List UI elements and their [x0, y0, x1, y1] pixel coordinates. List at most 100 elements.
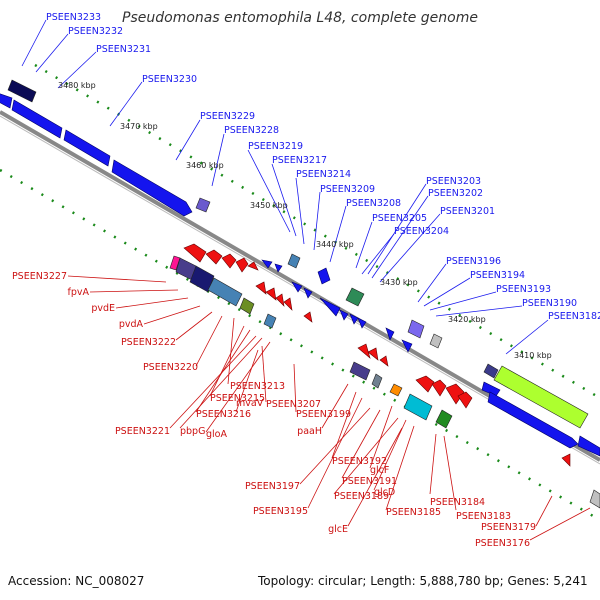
gene-reverse[interactable]	[183, 243, 207, 263]
feature-block[interactable]	[287, 253, 301, 269]
forward-gene-label[interactable]: PSEEN3214	[296, 169, 351, 180]
reverse-gene-label[interactable]: PSEEN3189	[334, 491, 389, 502]
gene-forward[interactable]	[401, 339, 413, 353]
gene-forward[interactable]	[487, 391, 579, 449]
feature-block[interactable]	[7, 79, 37, 103]
reverse-gene-label[interactable]: glcE	[328, 524, 348, 535]
reverse-gene-label[interactable]: PSEEN3195	[253, 506, 308, 517]
feature-block[interactable]	[345, 287, 365, 307]
gene-reverse[interactable]	[561, 453, 571, 467]
gene-forward[interactable]	[261, 259, 273, 269]
tick-label[interactable]: 3460 kbp	[186, 161, 224, 170]
reverse-gene-label[interactable]: fpvA	[68, 287, 90, 298]
reverse-gene-label[interactable]: PSEEN3184	[430, 497, 485, 508]
gene-reverse[interactable]	[445, 383, 465, 405]
forward-gene-label[interactable]: PSEEN3219	[248, 141, 303, 152]
tick-label[interactable]: 3410 kbp	[514, 351, 552, 360]
gene-reverse[interactable]	[379, 355, 389, 367]
reverse-gene-label[interactable]: PSEEN3227	[12, 271, 67, 282]
reverse-gene-label[interactable]: PSEEN3216	[196, 409, 251, 420]
feature-block[interactable]	[589, 489, 600, 509]
feature-block[interactable]	[207, 277, 243, 307]
feature-block[interactable]	[239, 297, 255, 315]
reverse-gene-label[interactable]: PSEEN3185	[386, 507, 441, 518]
tick-label[interactable]: 3430 kbp	[380, 278, 418, 287]
gene-forward[interactable]	[339, 309, 349, 321]
forward-gene-label[interactable]: PSEEN3190	[522, 298, 577, 309]
gene-reverse[interactable]	[205, 249, 223, 265]
gene-forward[interactable]	[303, 287, 313, 299]
gene-forward[interactable]	[11, 99, 63, 139]
forward-gene-label[interactable]: PSEEN3233	[46, 12, 101, 23]
feature-block[interactable]	[403, 393, 433, 421]
tick-label[interactable]: 3480 kbp	[58, 81, 96, 90]
reverse-gene-label[interactable]: glcF	[370, 465, 389, 476]
gene-reverse[interactable]	[367, 347, 379, 361]
reverse-gene-label[interactable]: gloA	[206, 429, 227, 440]
reverse-gene-label[interactable]: PSEEN3213	[230, 381, 285, 392]
forward-gene-label[interactable]: PSEEN3228	[224, 125, 279, 136]
forward-gene-label[interactable]: PSEEN3229	[200, 111, 255, 122]
reverse-gene-label[interactable]: PSEEN3215	[210, 393, 265, 404]
gene-reverse[interactable]	[283, 297, 293, 311]
reverse-gene-label[interactable]: PSEEN3183	[456, 511, 511, 522]
feature-block[interactable]	[435, 409, 453, 429]
reverse-gene-label[interactable]: PSEEN3191	[342, 476, 397, 487]
reverse-gene-label[interactable]: PSEEN3179	[481, 522, 536, 533]
gene-forward[interactable]	[357, 317, 367, 329]
reverse-gene-label[interactable]: pvdA	[119, 319, 144, 330]
forward-gene-label[interactable]: PSEEN3231	[96, 44, 151, 55]
gene-reverse[interactable]	[457, 391, 473, 409]
forward-gene-label[interactable]: PSEEN3201	[440, 206, 495, 217]
forward-gene-label[interactable]: PSEEN3208	[346, 198, 401, 209]
reverse-gene-label[interactable]: PSEEN3199	[296, 409, 351, 420]
gene-forward[interactable]	[63, 129, 111, 167]
gene-forward[interactable]	[291, 281, 303, 293]
gene-reverse[interactable]	[415, 375, 435, 393]
reverse-gene-label[interactable]: PSEEN3220	[143, 362, 198, 373]
gene-reverse[interactable]	[303, 311, 313, 323]
forward-gene-label[interactable]: PSEEN3203	[426, 176, 481, 187]
tick-label[interactable]: 3420 kbp	[448, 315, 486, 324]
gene-forward[interactable]	[349, 313, 359, 325]
forward-gene-label[interactable]: PSEEN3202	[428, 188, 483, 199]
reverse-gene-label[interactable]: pvdE	[91, 303, 115, 314]
reverse-gene-label[interactable]: PSEEN3221	[115, 426, 170, 437]
gene-forward[interactable]	[317, 267, 331, 285]
reverse-gene-label[interactable]: PSEEN3222	[121, 337, 176, 348]
feature-block[interactable]	[189, 265, 215, 293]
tick-label[interactable]: 3470 kbp	[120, 122, 158, 131]
reverse-gene-label[interactable]: paaH	[297, 426, 322, 437]
gene-forward[interactable]	[319, 297, 341, 317]
forward-gene-label[interactable]: PSEEN3193	[496, 284, 551, 295]
reverse-gene-label[interactable]: glcD	[374, 487, 395, 498]
feature-block[interactable]	[349, 361, 371, 381]
feature-block[interactable]	[493, 365, 589, 429]
feature-block[interactable]	[389, 383, 403, 397]
reverse-gene-label[interactable]: PSEEN3207	[266, 399, 321, 410]
gene-forward[interactable]	[577, 435, 600, 457]
tick-label[interactable]: 3440 kbp	[316, 240, 354, 249]
gene-reverse[interactable]	[357, 343, 371, 359]
reverse-gene-label[interactable]: PSEEN3197	[245, 481, 300, 492]
gene-forward[interactable]	[111, 159, 193, 217]
feature-block[interactable]	[195, 197, 211, 213]
feature-block[interactable]	[407, 319, 425, 339]
feature-block[interactable]	[371, 373, 383, 389]
gene-reverse[interactable]	[247, 261, 259, 271]
forward-gene-label[interactable]: PSEEN3217	[272, 155, 327, 166]
reverse-gene-label[interactable]: pbpG	[180, 426, 205, 437]
feature-block[interactable]	[263, 313, 277, 329]
forward-gene-label[interactable]: PSEEN3232	[68, 26, 123, 37]
gene-reverse[interactable]	[255, 281, 267, 295]
gene-forward[interactable]	[385, 327, 395, 341]
forward-gene-label[interactable]: PSEEN3230	[142, 74, 197, 85]
reverse-gene-label[interactable]: mvaV	[236, 398, 264, 409]
gene-forward[interactable]	[0, 92, 13, 109]
gene-reverse[interactable]	[221, 253, 237, 269]
feature-block[interactable]	[169, 255, 181, 271]
reverse-gene-label[interactable]: PSEEN3176	[475, 538, 530, 549]
forward-gene-label[interactable]: PSEEN3209	[320, 184, 375, 195]
tick-label[interactable]: 3450 kbp	[250, 201, 288, 210]
forward-gene-label[interactable]: PSEEN3182	[548, 311, 600, 322]
